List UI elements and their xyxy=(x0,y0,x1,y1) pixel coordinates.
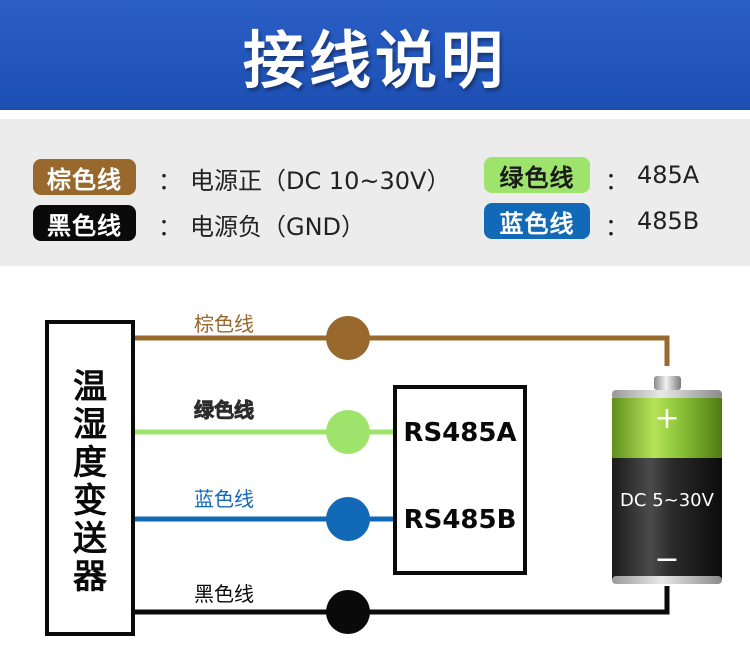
black-wire xyxy=(133,586,670,615)
legend-badge-brown: 棕色线 xyxy=(33,159,136,195)
legend-colon: ： xyxy=(605,167,629,195)
green-junction-dot xyxy=(326,410,370,454)
rs485a-label: RS485A xyxy=(403,418,516,448)
transmitter-char: 湿 xyxy=(73,405,107,445)
legend-meaning-blue: 485B xyxy=(637,207,700,235)
transmitter-char: 度 xyxy=(73,443,107,483)
blue-wire-label: 蓝色线 xyxy=(194,487,254,511)
page-title: 接线说明 xyxy=(242,24,507,97)
legend-meaning-brown: 电源正（DC 10~30V） xyxy=(190,167,451,195)
transmitter-char: 器 xyxy=(73,557,108,597)
wire-legend: 棕色线 ： 电源正（DC 10~30V） 黑色线 ： 电源负（GND） 绿色线 … xyxy=(0,119,750,266)
battery: + DC 5~30V − xyxy=(612,376,722,584)
battery-plus-sign: + xyxy=(654,401,679,436)
title-banner: 接线说明 xyxy=(0,0,750,110)
transmitter-label: 温 湿 度 变 送 器 xyxy=(73,367,108,597)
rs485b-label: RS485B xyxy=(404,505,517,535)
legend-badge-black: 黑色线 xyxy=(33,205,136,241)
battery-voltage-label: DC 5~30V xyxy=(620,490,715,511)
transmitter-char: 温 xyxy=(73,367,107,407)
blue-junction-dot xyxy=(326,497,370,541)
rs485-box xyxy=(393,385,527,575)
legend-badge-blue: 蓝色线 xyxy=(484,203,590,239)
transmitter-char: 送 xyxy=(73,519,107,559)
brown-wire xyxy=(133,335,670,366)
brown-junction-dot xyxy=(326,316,370,360)
battery-minus-sign: − xyxy=(654,542,679,577)
legend-badge-green: 绿色线 xyxy=(484,157,590,193)
legend-colon: ： xyxy=(605,213,629,241)
black-junction-dot xyxy=(326,590,370,634)
green-wire-label: 绿色线 xyxy=(194,398,254,422)
black-wire-label: 黑色线 xyxy=(194,582,254,606)
legend-meaning-black: 电源负（GND） xyxy=(190,213,366,241)
transmitter-char: 变 xyxy=(73,481,107,521)
legend-meaning-green: 485A xyxy=(637,161,700,189)
legend-colon: ： xyxy=(158,167,182,195)
transmitter-box xyxy=(45,320,135,636)
legend-colon: ： xyxy=(158,213,182,241)
brown-wire-label: 棕色线 xyxy=(194,312,254,336)
